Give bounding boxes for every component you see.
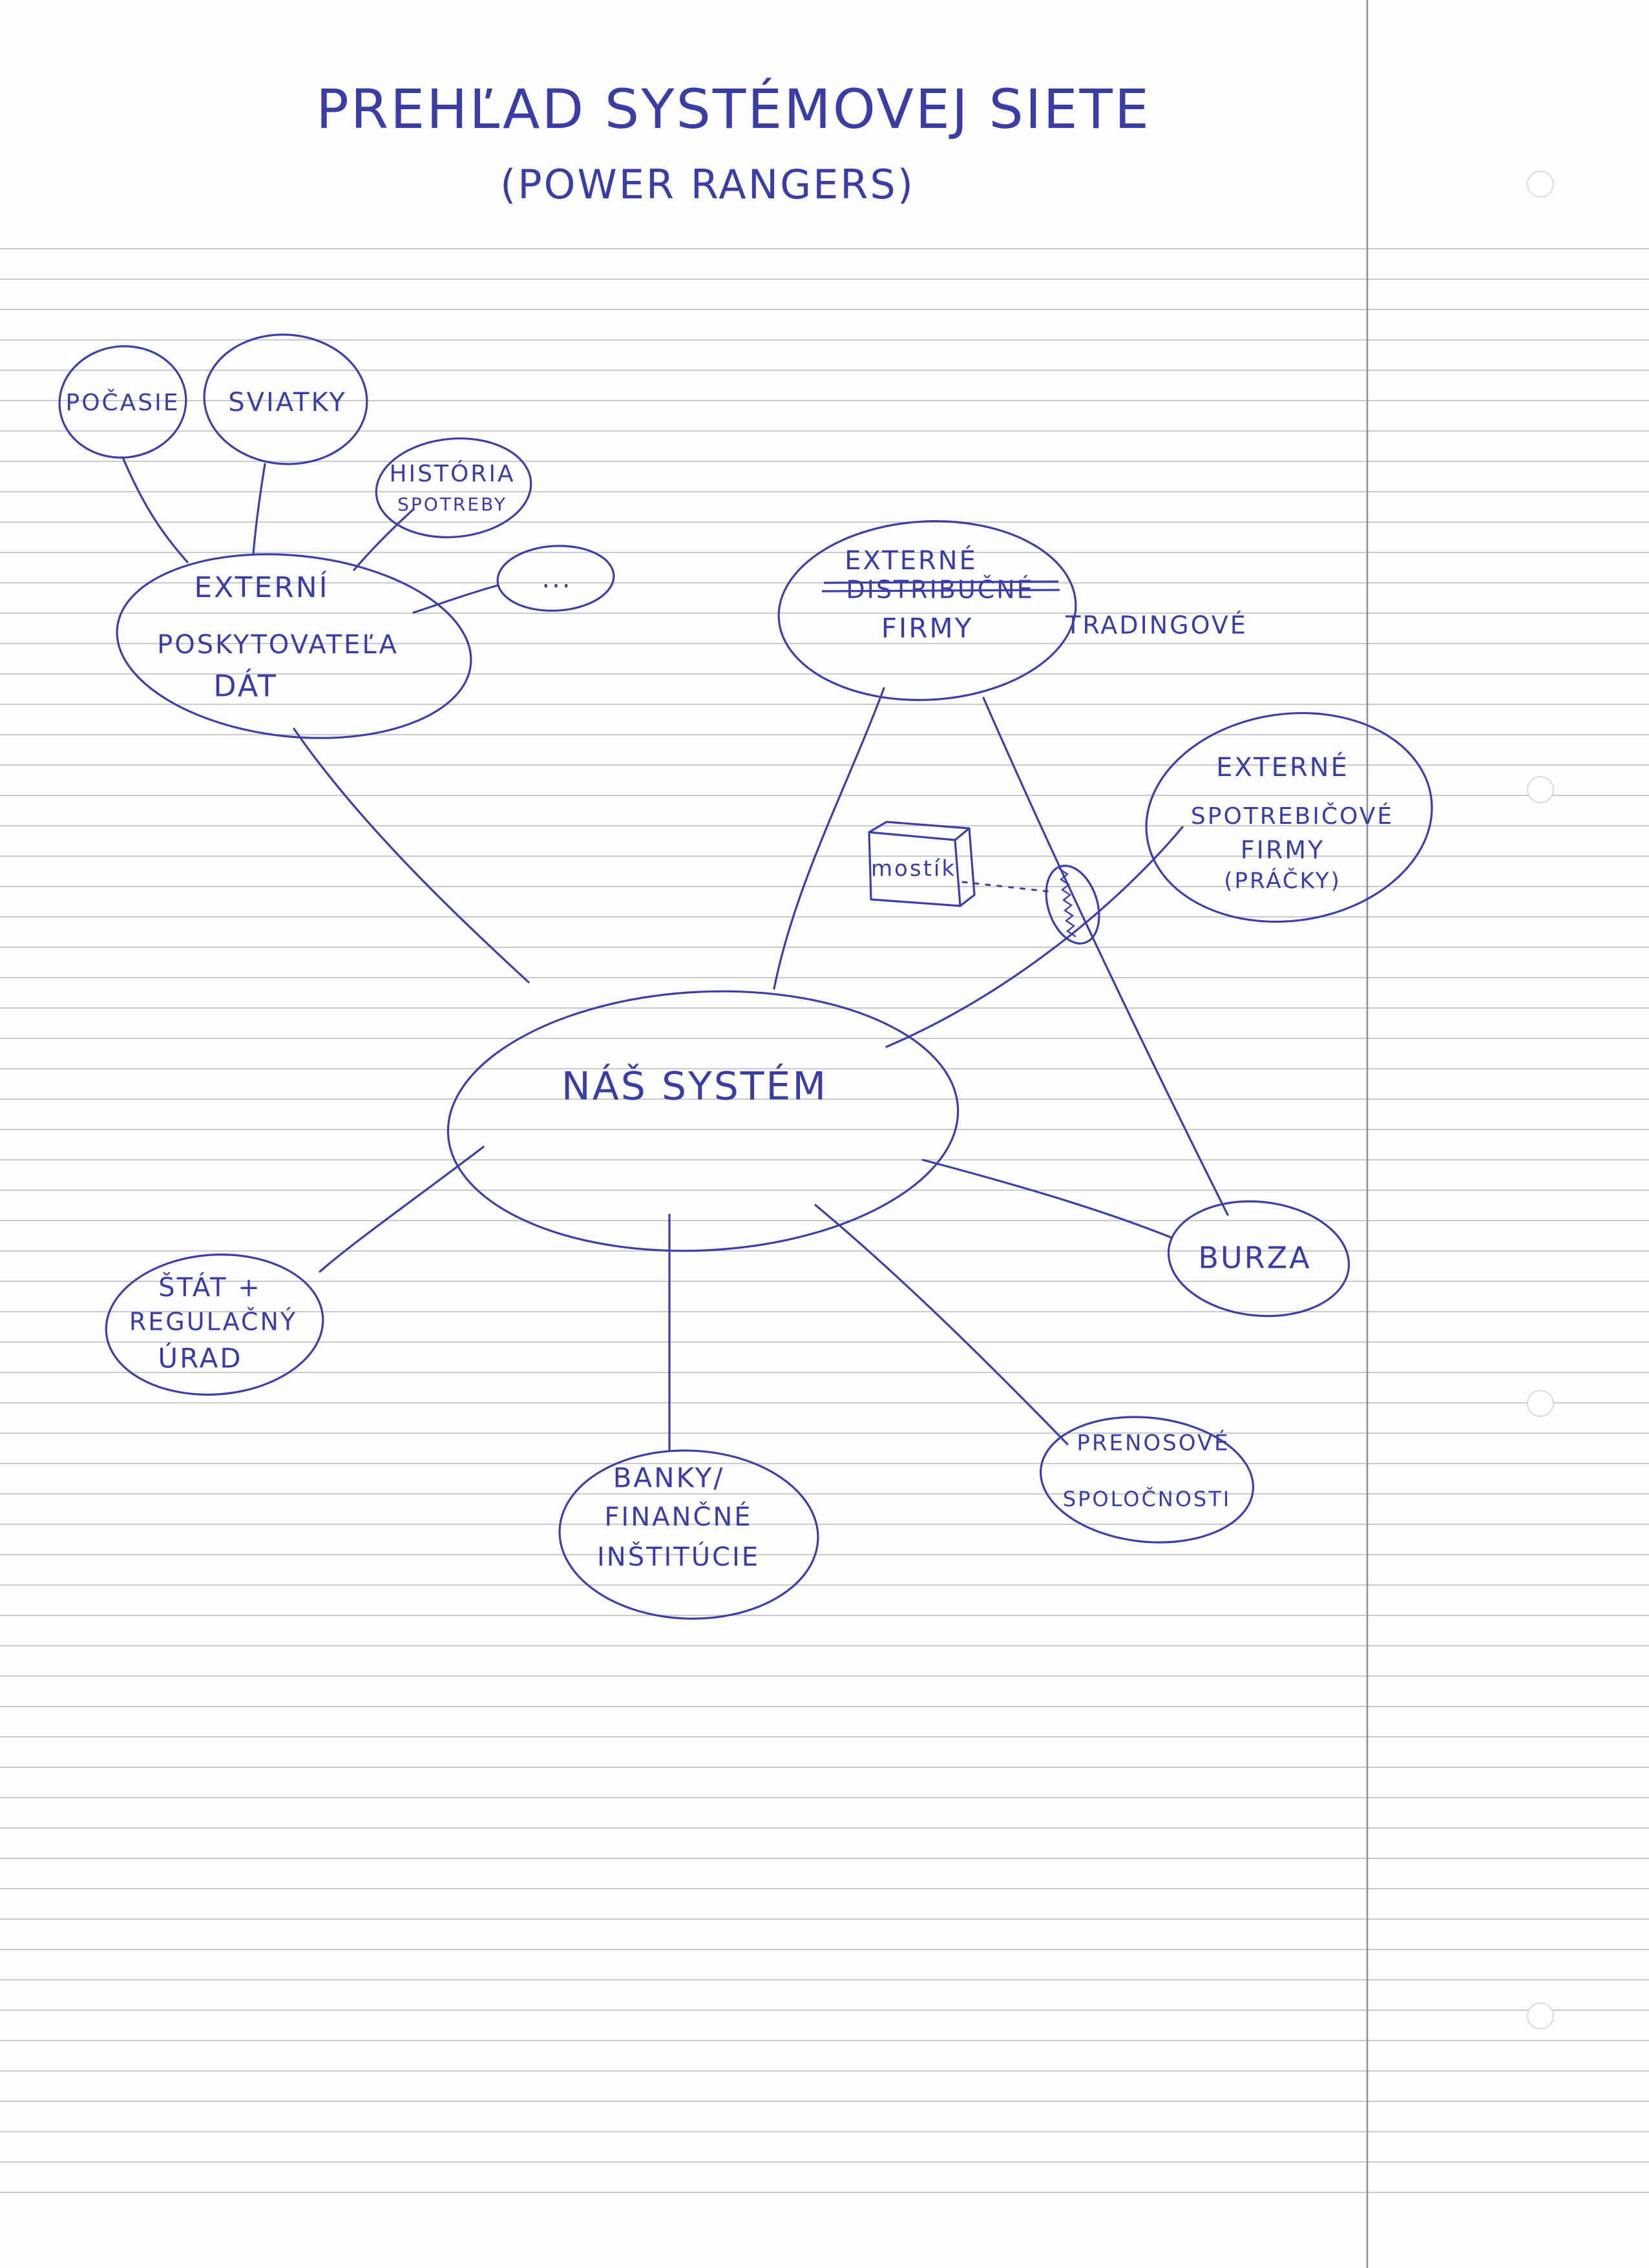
node-labels: POČASIE SVIATKY HISTÓRIA SPOTREBY ... EX… bbox=[65, 388, 1394, 1572]
more-label: ... bbox=[541, 564, 572, 594]
consumer-label-2: SPOTREBIČOVÉ bbox=[1191, 803, 1394, 830]
title-line-2: (POWER RANGERS) bbox=[500, 161, 915, 208]
node-transmission-shape bbox=[1039, 1416, 1255, 1544]
node-consumer-firms-shape bbox=[1145, 711, 1433, 923]
data-providers-label-2: POSKYTOVATEĽA bbox=[157, 630, 399, 660]
node-banks-shape bbox=[558, 1449, 819, 1620]
node-our-system-shape bbox=[446, 990, 960, 1252]
data-providers-label-3: DÁT bbox=[213, 669, 278, 704]
data-providers-label-1: EXTERNÍ bbox=[194, 570, 329, 604]
transmission-label-2: SPOLOČNOSTI bbox=[1063, 1486, 1231, 1511]
node-burza-shape bbox=[1167, 1200, 1350, 1318]
edge-firms-system-left bbox=[773, 687, 885, 990]
edge-pocasie-providers bbox=[121, 456, 189, 563]
edge-system-burza bbox=[921, 1159, 1172, 1239]
banks-label-1: BANKY/ bbox=[613, 1462, 725, 1494]
state-label-3: ÚRAD bbox=[158, 1342, 242, 1374]
state-label-1: ŠTÁT + bbox=[158, 1272, 262, 1303]
title-line-1: PREHĽAD SYSTÉMOVEJ SIETE bbox=[316, 78, 1151, 141]
external-firms-label-1: EXTERNÉ bbox=[845, 545, 978, 576]
strike-through-line bbox=[821, 589, 1060, 593]
consumer-label-1: EXTERNÉ bbox=[1216, 751, 1349, 782]
edge-consumer-system bbox=[885, 826, 1184, 1048]
node-state-shape bbox=[105, 1254, 324, 1396]
node-sviatky-shape bbox=[203, 333, 368, 465]
bridge-joint-shape bbox=[1045, 865, 1100, 945]
our-system-label: NÁŠ SYSTÉM bbox=[562, 1063, 828, 1109]
node-historia-shape bbox=[375, 437, 532, 539]
edge-historia-providers bbox=[353, 508, 415, 571]
pocasie-label: POČASIE bbox=[65, 389, 180, 416]
sviatky-label: SVIATKY bbox=[228, 388, 346, 417]
banks-label-2: FINANČNÉ bbox=[604, 1501, 752, 1532]
node-pocasie-shape bbox=[58, 345, 187, 459]
page-title: PREHĽAD SYSTÉMOVEJ SIETE (POWER RANGERS) bbox=[316, 78, 1151, 208]
state-label-2: REGULAČNÝ bbox=[129, 1308, 297, 1336]
punch-holes bbox=[1527, 171, 1554, 2030]
external-firms-inserted: TRADINGOVÉ bbox=[1065, 611, 1248, 640]
bridge-box: mostík bbox=[868, 821, 976, 907]
connector-lines bbox=[121, 456, 1229, 1452]
strike-through-line-2 bbox=[823, 580, 1059, 584]
bridge-label: mostík bbox=[871, 856, 956, 882]
edge-bridge-dotted bbox=[961, 881, 1052, 893]
edge-sviatky-providers bbox=[252, 463, 266, 556]
edge-system-transmission bbox=[814, 1204, 1069, 1445]
transmission-label-1: PRENOSOVÉ bbox=[1077, 1430, 1230, 1456]
burza-label: BURZA bbox=[1198, 1241, 1311, 1276]
consumer-label-3: FIRMY bbox=[1241, 836, 1325, 865]
historia-label-1: HISTÓRIA bbox=[389, 460, 515, 487]
historia-label-2: SPOTREBY bbox=[397, 494, 507, 515]
edge-system-state bbox=[319, 1146, 485, 1273]
node-shapes bbox=[58, 333, 1433, 1620]
node-external-firms-shape bbox=[777, 520, 1077, 701]
edge-providers-system bbox=[293, 728, 530, 983]
node-data-providers-shape bbox=[116, 553, 472, 739]
external-firms-label-2: FIRMY bbox=[881, 613, 974, 644]
node-more-shape bbox=[496, 545, 615, 612]
edge-more-providers bbox=[412, 584, 499, 614]
bridge-joint-zigzag bbox=[1058, 868, 1077, 938]
banks-label-3: INŠTITÚCIE bbox=[597, 1541, 760, 1572]
ruled-lines bbox=[0, 248, 1649, 2193]
consumer-label-4: (PRÁČKY) bbox=[1224, 868, 1341, 894]
edge-firms-burza bbox=[982, 697, 1229, 1216]
